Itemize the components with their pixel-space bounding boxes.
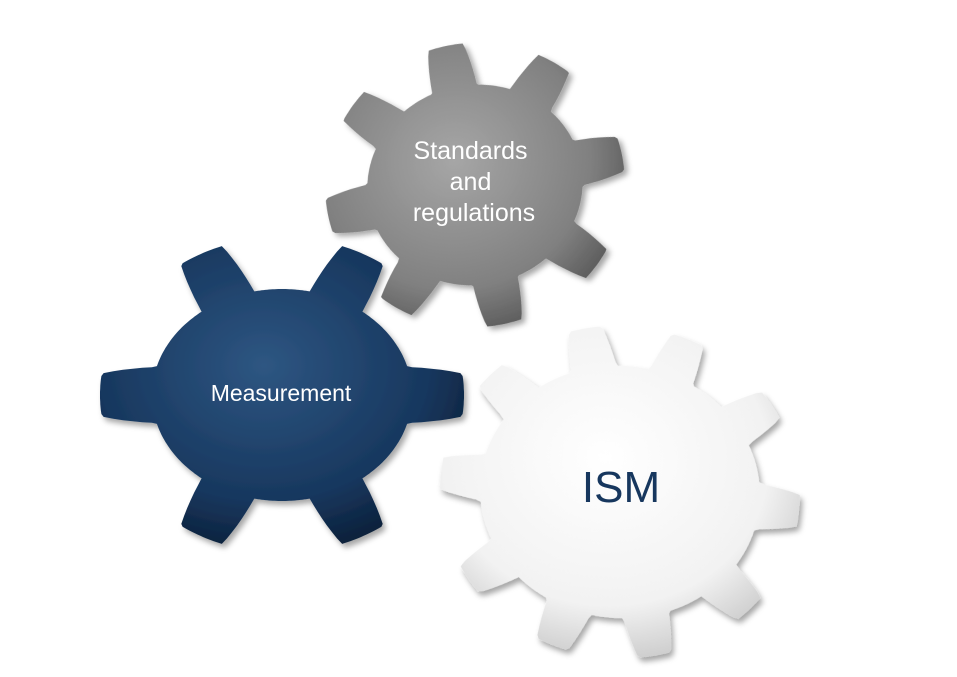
gear-measurement-body: [100, 246, 464, 544]
gear-standards-and-regulations: [325, 43, 625, 327]
gear-standards-body: [325, 43, 625, 327]
gear-ism: [440, 326, 800, 658]
gear-standards-label: Standards and regulations: [413, 137, 535, 227]
gear-ism-label: ISM: [582, 463, 660, 512]
gear-ism-body: [440, 326, 800, 658]
gear-measurement: [100, 246, 464, 544]
gear-measurement-label: Measurement: [211, 380, 352, 406]
